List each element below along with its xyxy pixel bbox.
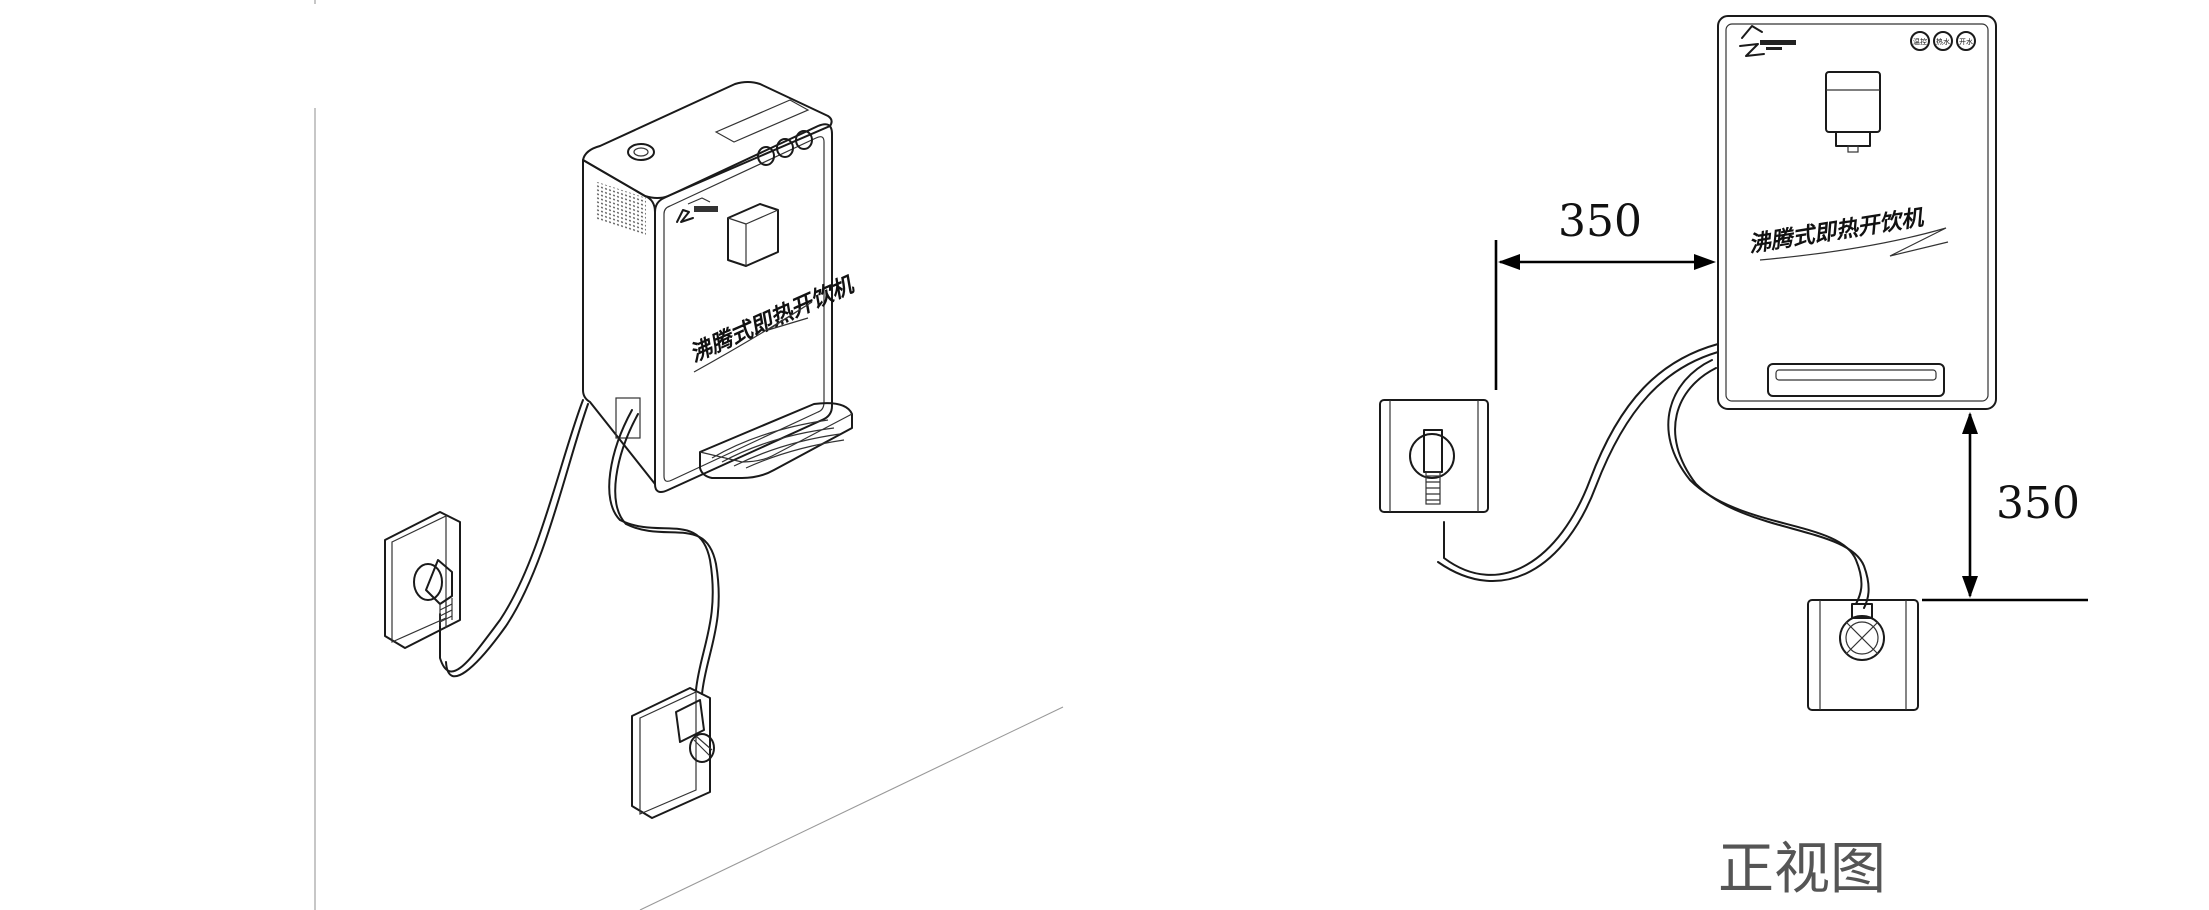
dimension-vertical-label: 350 — [1996, 478, 2080, 529]
power-socket-iso — [384, 511, 461, 649]
view-caption: 正视图 — [1718, 837, 1886, 902]
isometric-view: 沸腾式即热开饮机 — [314, 0, 1064, 910]
svg-text:热水: 热水 — [1936, 37, 1950, 46]
side-vent-grille — [596, 181, 646, 236]
dimension-vertical: 350 — [1922, 412, 2088, 602]
dimension-horizontal-label: 350 — [1558, 196, 1642, 247]
control-buttons-iso — [757, 130, 813, 166]
water-pipe-front — [1667, 359, 1870, 609]
control-buttons-front: 温控 热水 开水 — [1910, 31, 1976, 51]
dispenser-spout-front — [1825, 71, 1881, 153]
front-view: 温控 热水 开水 沸腾式即热开饮机 — [1379, 15, 2088, 902]
dimension-horizontal: 350 — [1494, 196, 1716, 390]
button-boil — [1956, 31, 1976, 51]
machine-body-front: 温控 热水 开水 沸腾式即热开饮机 — [1717, 15, 1997, 410]
water-valve-front — [1807, 599, 1919, 711]
floor-line — [639, 706, 1064, 910]
brand-logo-iso — [676, 197, 718, 223]
svg-text:温控: 温控 — [1913, 37, 1927, 46]
top-inlet — [627, 143, 655, 161]
button-temp — [1910, 31, 1930, 51]
button-hot — [1933, 31, 1953, 51]
drip-tray-front — [1767, 363, 1945, 397]
drip-tray-iso — [699, 402, 853, 479]
power-cable-iso — [439, 399, 589, 678]
dispenser-spout-iso — [727, 203, 779, 267]
brand-logo-front — [1739, 25, 1796, 57]
machine-body-iso: 沸腾式即热开饮机 — [582, 81, 859, 493]
brand-text-iso: 沸腾式即热开饮机 — [686, 272, 859, 367]
svg-text:开水: 开水 — [1959, 37, 1973, 46]
water-pipe-iso — [608, 409, 720, 695]
power-cable-front — [1437, 343, 1719, 582]
brand-text-front: 沸腾式即热开饮机 — [1747, 205, 1927, 258]
water-valve-iso — [631, 687, 715, 819]
power-socket-front — [1379, 399, 1489, 513]
top-vent-grille — [714, 99, 810, 143]
